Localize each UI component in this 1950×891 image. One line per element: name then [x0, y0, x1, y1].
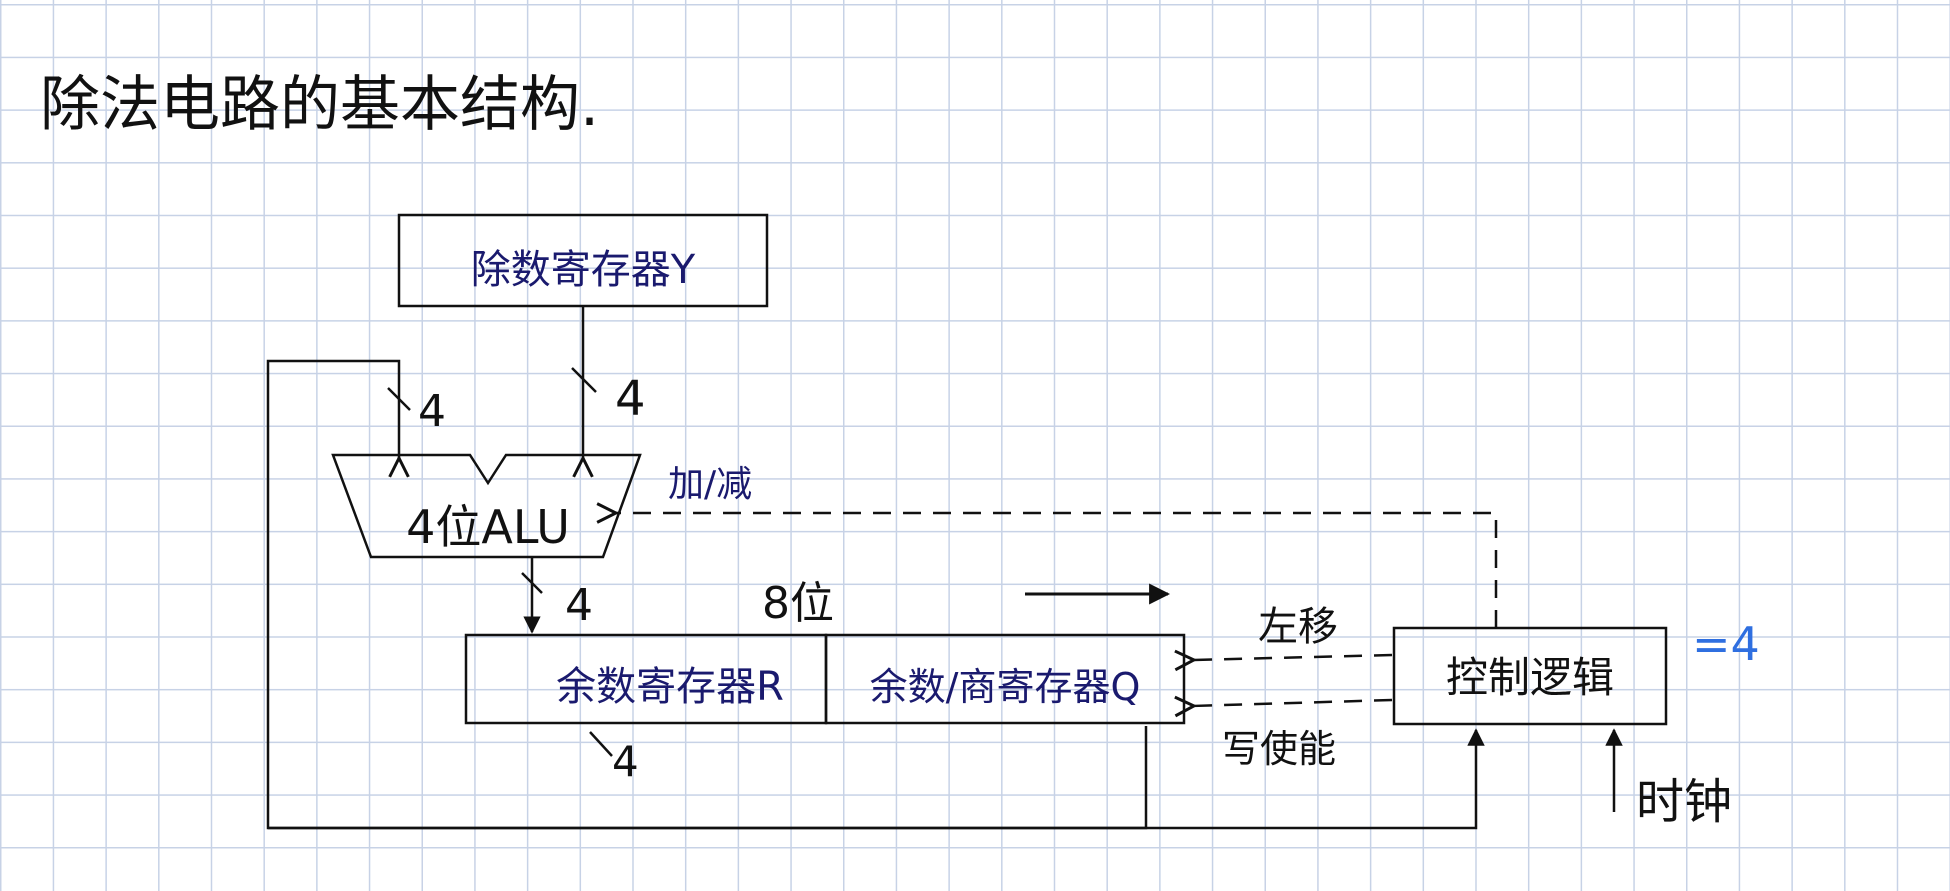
register-width-label: 8位 [762, 578, 834, 629]
feedback-bus-slash [387, 387, 411, 411]
remainder-register-label: 余数寄存器R [556, 664, 784, 710]
page-title: 除法电路的基本结构. [40, 70, 599, 140]
add-sub-control-line [614, 513, 1498, 628]
write-enable-label: 写使能 [1222, 727, 1336, 771]
quotient-register-box [824, 633, 1186, 725]
write-enable-control-line [1192, 700, 1393, 706]
clock-label: 时钟 [1636, 774, 1732, 830]
feedback-loop-wire [266, 359, 1148, 830]
remainder-out-bus-slash [589, 731, 613, 757]
divisor-bus-slash [571, 367, 597, 393]
control-logic-box [1392, 626, 1668, 726]
alu-out-bus-width: 4 [565, 580, 593, 631]
alu-label: 4位ALU [406, 500, 570, 554]
shift-left-control-line [1192, 655, 1393, 660]
bottom-wire-to-control [268, 728, 1485, 830]
annotation-equals-four: =4 [1692, 617, 1760, 671]
add-sub-label: 加/减 [668, 464, 752, 505]
remainder-out-bus-width: 4 [612, 737, 639, 786]
alu-shape [331, 453, 642, 559]
divisor-register-label: 除数寄存器Y [471, 247, 696, 293]
feedback-bus-width: 4 [418, 386, 446, 437]
control-logic-label: 控制逻辑 [1446, 653, 1614, 702]
shift-left-label: 左移 [1258, 604, 1338, 650]
alu-out-bus-slash [521, 572, 543, 594]
divisor-bus-width: 4 [615, 371, 646, 427]
quotient-register-label: 余数/商寄存器Q [870, 665, 1141, 709]
